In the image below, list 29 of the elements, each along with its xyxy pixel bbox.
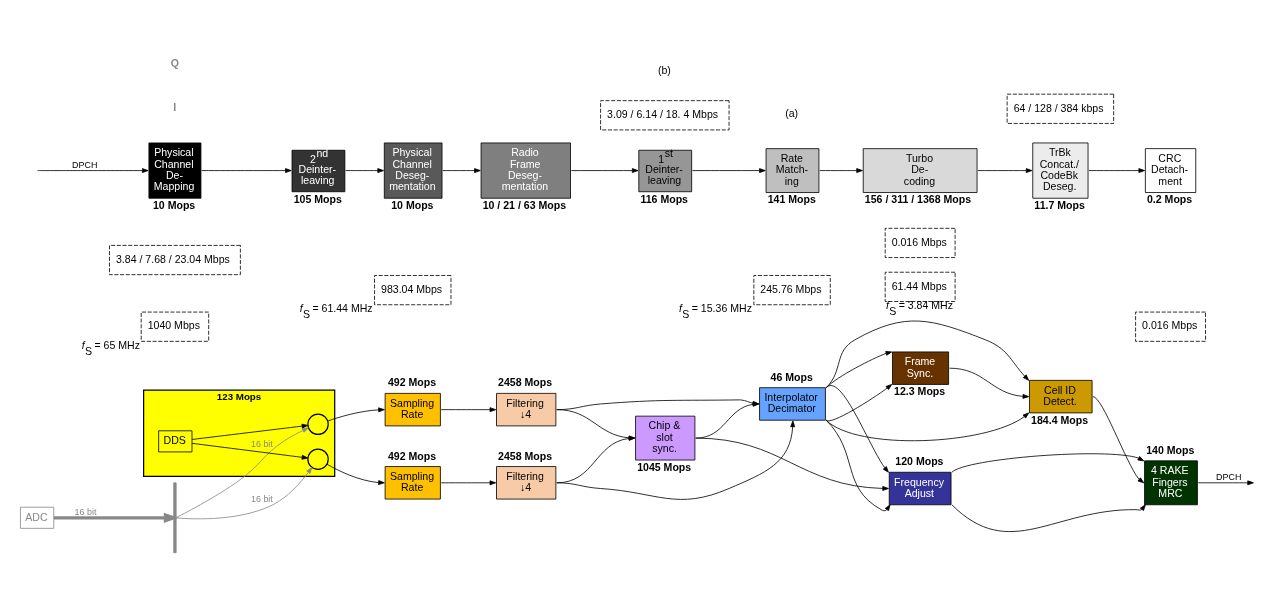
node-label: 141 Mops bbox=[767, 193, 816, 206]
node-label: 492 Mops bbox=[387, 376, 437, 389]
node-label: 156 / 311 / 1368 Mops bbox=[864, 193, 972, 206]
node-label: 105 Mops bbox=[293, 192, 342, 205]
node-label: 12.3 Mops bbox=[894, 385, 946, 398]
label: Q bbox=[170, 56, 180, 69]
node-label: 123 Mops bbox=[216, 391, 262, 403]
node-label: 2458 Mops bbox=[498, 376, 553, 389]
node-label: 46 Mops bbox=[770, 370, 813, 383]
edge-label: DPCH bbox=[1216, 472, 1242, 483]
edge-label: 16 bit bbox=[74, 507, 97, 518]
node-label: 1045 Mops bbox=[637, 460, 692, 473]
node-label: 11.7 Mops bbox=[1034, 199, 1085, 212]
node-label: 140 Mops bbox=[1146, 443, 1195, 456]
label: (a) bbox=[785, 107, 799, 120]
node-label: 10 Mops bbox=[152, 199, 196, 212]
edge-label: 16 bit bbox=[250, 494, 273, 505]
node-label: 10 Mops bbox=[391, 199, 434, 212]
node-label: 2458 Mops bbox=[498, 449, 553, 462]
node-label: 0.2 Mops bbox=[1146, 193, 1193, 206]
node-label: 10 / 21 / 63 Mops bbox=[482, 199, 567, 212]
label: (b) bbox=[657, 64, 671, 77]
edge-label: 16 bit bbox=[250, 438, 273, 449]
node-label: 492 Mops bbox=[387, 449, 437, 462]
node-label: 120 Mops bbox=[895, 455, 944, 468]
node-label: 184.4 Mops bbox=[1031, 413, 1089, 426]
edge-label: DPCH bbox=[72, 159, 98, 170]
node-label: 116 Mops bbox=[640, 192, 688, 205]
label: I bbox=[173, 100, 177, 113]
